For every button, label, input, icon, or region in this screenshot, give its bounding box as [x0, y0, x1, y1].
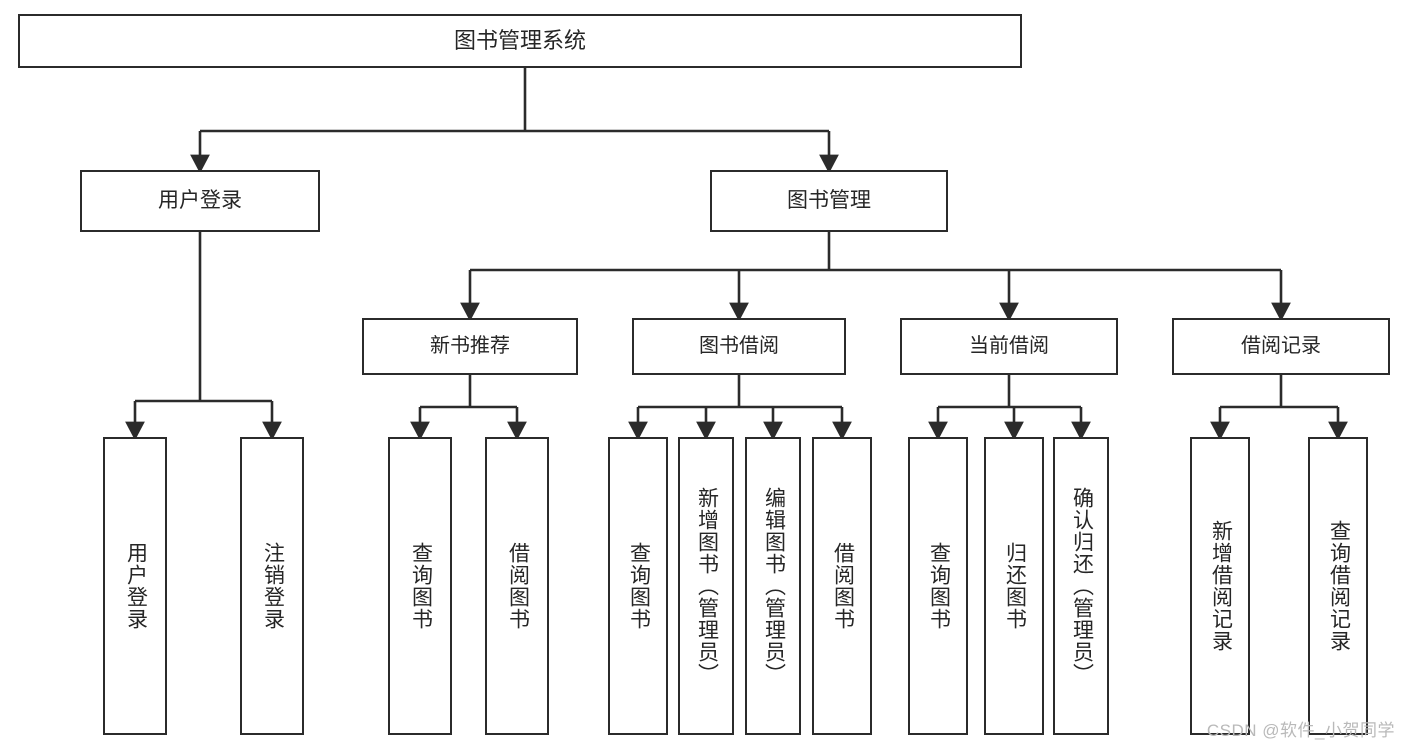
node-leaf-cb-query-book-label: 查询图书 — [927, 542, 951, 630]
node-leaf-cb-confirm-return-label: 确认归还（管理员） — [1070, 487, 1094, 685]
node-leaf-bb-add-book-label: 新增图书（管理员） — [695, 487, 719, 685]
node-borrow-record[interactable]: 借阅记录 — [1172, 318, 1390, 375]
node-user-login[interactable]: 用户登录 — [80, 170, 320, 232]
node-leaf-rec-query-book[interactable]: 查询图书 — [388, 437, 452, 735]
node-leaf-bb-query-book[interactable]: 查询图书 — [608, 437, 668, 735]
node-leaf-rec-query-book-label: 查询图书 — [409, 542, 433, 630]
node-root-label: 图书管理系统 — [453, 27, 586, 53]
node-leaf-rec-borrow-book-label: 借阅图书 — [506, 542, 530, 630]
node-leaf-cb-confirm-return[interactable]: 确认归还（管理员） — [1053, 437, 1109, 735]
node-leaf-user-login-label: 用户登录 — [124, 542, 148, 630]
watermark-text: CSDN @软件_小贺同学 — [1206, 721, 1395, 740]
node-leaf-bb-edit-book-label: 编辑图书（管理员） — [762, 487, 786, 685]
node-book-borrow-label: 图书借阅 — [699, 334, 779, 357]
node-book-manage-label: 图书管理 — [787, 188, 871, 212]
node-leaf-br-add-record-label: 新增借阅记录 — [1209, 520, 1233, 652]
node-leaf-bb-query-book-label: 查询图书 — [627, 542, 651, 630]
node-book-manage[interactable]: 图书管理 — [710, 170, 948, 232]
node-current-borrow[interactable]: 当前借阅 — [900, 318, 1118, 375]
node-user-login-label: 用户登录 — [158, 188, 242, 212]
node-book-borrow[interactable]: 图书借阅 — [632, 318, 846, 375]
node-leaf-user-logout-label: 注销登录 — [261, 542, 285, 630]
node-leaf-bb-borrow-book[interactable]: 借阅图书 — [812, 437, 872, 735]
node-borrow-record-label: 借阅记录 — [1241, 334, 1321, 357]
node-leaf-rec-borrow-book[interactable]: 借阅图书 — [485, 437, 549, 735]
node-new-book-rec[interactable]: 新书推荐 — [362, 318, 578, 375]
node-leaf-bb-add-book[interactable]: 新增图书（管理员） — [678, 437, 734, 735]
node-new-book-rec-label: 新书推荐 — [430, 334, 510, 357]
node-leaf-bb-edit-book[interactable]: 编辑图书（管理员） — [745, 437, 801, 735]
node-leaf-cb-return-book[interactable]: 归还图书 — [984, 437, 1044, 735]
node-leaf-br-add-record[interactable]: 新增借阅记录 — [1190, 437, 1250, 735]
node-leaf-cb-query-book[interactable]: 查询图书 — [908, 437, 968, 735]
node-leaf-cb-return-book-label: 归还图书 — [1003, 542, 1027, 630]
node-leaf-bb-borrow-book-label: 借阅图书 — [831, 542, 855, 630]
node-root[interactable]: 图书管理系统 — [18, 14, 1022, 68]
node-current-borrow-label: 当前借阅 — [969, 334, 1049, 357]
node-leaf-br-query-record-label: 查询借阅记录 — [1327, 520, 1351, 652]
node-leaf-user-logout[interactable]: 注销登录 — [240, 437, 304, 735]
node-leaf-br-query-record[interactable]: 查询借阅记录 — [1308, 437, 1368, 735]
node-leaf-user-login[interactable]: 用户登录 — [103, 437, 167, 735]
